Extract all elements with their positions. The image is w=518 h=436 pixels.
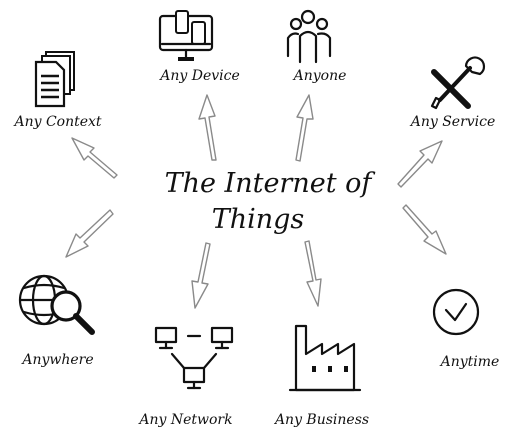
label-any-context: Any Context <box>12 114 101 130</box>
arrow-to-context <box>71 137 118 179</box>
label-any-service: Any Service <box>409 114 496 130</box>
label-any-network: Any Network <box>137 412 232 428</box>
arrow-to-network <box>191 242 211 309</box>
label-anywhere: Anywhere <box>20 352 93 368</box>
center-title-line2: Things <box>212 204 305 235</box>
arrow-to-device <box>198 94 217 161</box>
arrow-to-anyone <box>295 94 314 162</box>
label-any-device: Any Device <box>158 68 240 84</box>
label-anyone: Anyone <box>292 68 347 84</box>
people-icon <box>286 9 332 64</box>
arrow-to-anytime <box>402 204 447 255</box>
factory-icon <box>288 324 362 392</box>
label-any-business: Any Business <box>273 412 369 428</box>
center-title-line1: The Internet of <box>165 168 376 199</box>
tools-icon <box>430 56 486 110</box>
clock-icon <box>432 288 480 336</box>
label-anytime: Anytime <box>439 354 500 370</box>
devices-icon <box>158 10 214 61</box>
arrow-to-business <box>304 240 322 307</box>
documents-icon <box>34 51 75 108</box>
globe-search-icon <box>18 274 95 335</box>
arrow-to-anywhere <box>65 209 114 258</box>
arrow-to-service <box>397 140 443 188</box>
network-icon <box>154 326 234 390</box>
arrows <box>65 94 447 309</box>
